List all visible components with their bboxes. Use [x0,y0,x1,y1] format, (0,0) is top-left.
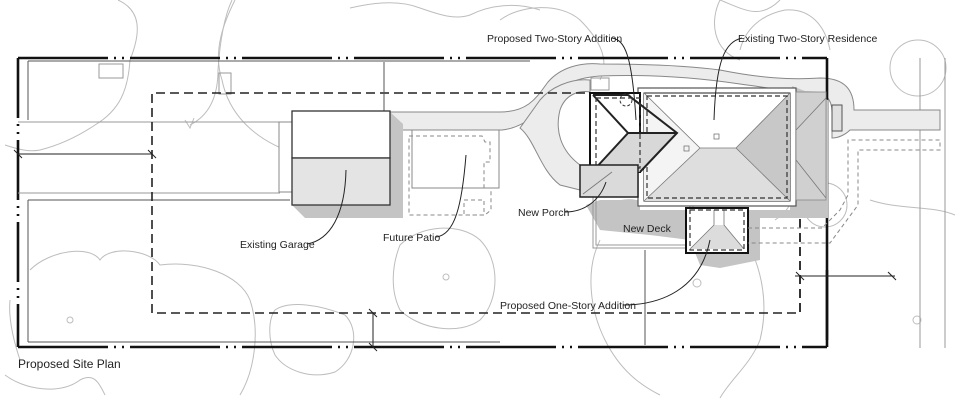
label-existing-garage: Existing Garage [240,239,315,251]
tree-canopy [269,304,355,376]
tree-canopy [4,0,138,152]
new-porch [579,164,639,198]
tree-canopy [714,0,781,61]
existing-residence [637,87,843,207]
tree-canopy [349,2,541,18]
tree-canopy [9,299,21,361]
label-proposed-one-story-addition: Proposed One-Story Addition [500,300,636,312]
future-patio-outline [408,135,492,216]
dimension-lines [13,62,897,352]
roof-plane-right [736,93,790,201]
tree-canopy [184,0,233,130]
proposed-one-story-addition [685,207,749,254]
tree-trunk-marker [442,273,450,281]
label-new-porch: New Porch [518,207,570,219]
fence-line [18,60,646,345]
tree-canopy [590,239,661,396]
utility-box [218,72,232,95]
tree-trunk-marker [692,278,702,288]
tree-canopy [4,374,106,396]
future-patio-step [463,199,485,216]
proposed-two-story-addition [589,92,679,173]
property-line [16,56,829,349]
tree-canopy [29,250,256,396]
garage-roof-lower [291,157,391,206]
label-proposed-two-story-addition: Proposed Two-Story Addition [487,33,622,45]
garage-roof-upper [291,110,391,159]
tree-canopy [739,9,831,51]
existing-garage [278,110,403,218]
tree-trunk-marker [66,316,74,324]
future-patio [408,129,500,216]
tree-trunk-marker [912,315,922,325]
tree-canopy [392,227,496,330]
garage-shadow [292,112,403,218]
label-new-deck: New Deck [623,223,672,235]
leader-lines [306,37,743,306]
tree-canopy [869,199,956,216]
drawing-title: Proposed Site Plan [18,357,121,371]
utility-box [98,63,124,79]
roof-plane-bottom [644,148,790,201]
garage-lean-to [278,121,293,193]
label-future-patio: Future Patio [383,232,440,244]
tree-canopy [499,7,605,81]
tree-canopy [889,39,947,97]
utility-box [590,77,610,91]
label-existing-two-story-residence: Existing Two-Story Residence [738,33,877,45]
gravel-turnaround [519,79,591,191]
house-shadows [586,86,828,268]
roof-plane-left [644,93,700,201]
existing-patio-slab [411,129,500,189]
